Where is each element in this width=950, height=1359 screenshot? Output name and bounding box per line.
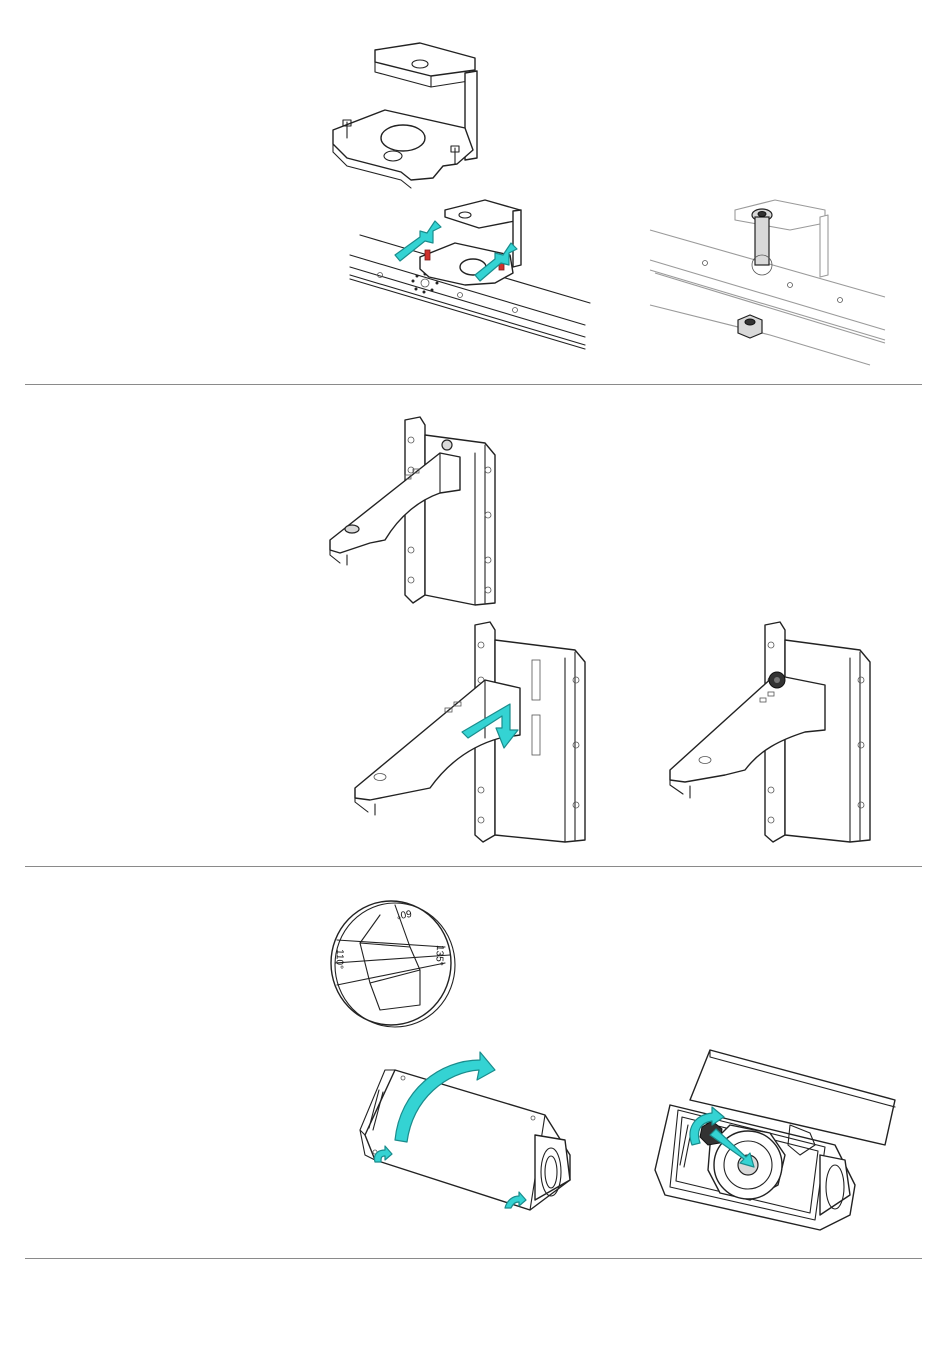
bracket-bolt-figure	[650, 195, 890, 370]
wall-bracket-figure	[325, 415, 505, 610]
horn-label-135: 135°	[433, 945, 445, 966]
speaker-open-figure	[650, 1045, 895, 1230]
nut-icon	[738, 315, 762, 338]
section-divider	[25, 866, 922, 867]
section-divider	[25, 1258, 922, 1259]
lock-screw-icon	[769, 672, 785, 688]
wall-bracket-locked-figure	[665, 620, 885, 850]
horn-label-110: 110°	[333, 949, 345, 969]
section-divider	[25, 384, 922, 385]
horn-rotation-figure: 60° 110° 135°	[325, 885, 465, 1035]
bolt-icon	[752, 209, 772, 265]
bracket-exploded-figure	[325, 40, 485, 185]
speaker-grille-rotate-figure	[355, 1040, 585, 1215]
bracket-insert-figure	[345, 195, 595, 360]
wall-bracket-insert-figure	[350, 620, 590, 850]
